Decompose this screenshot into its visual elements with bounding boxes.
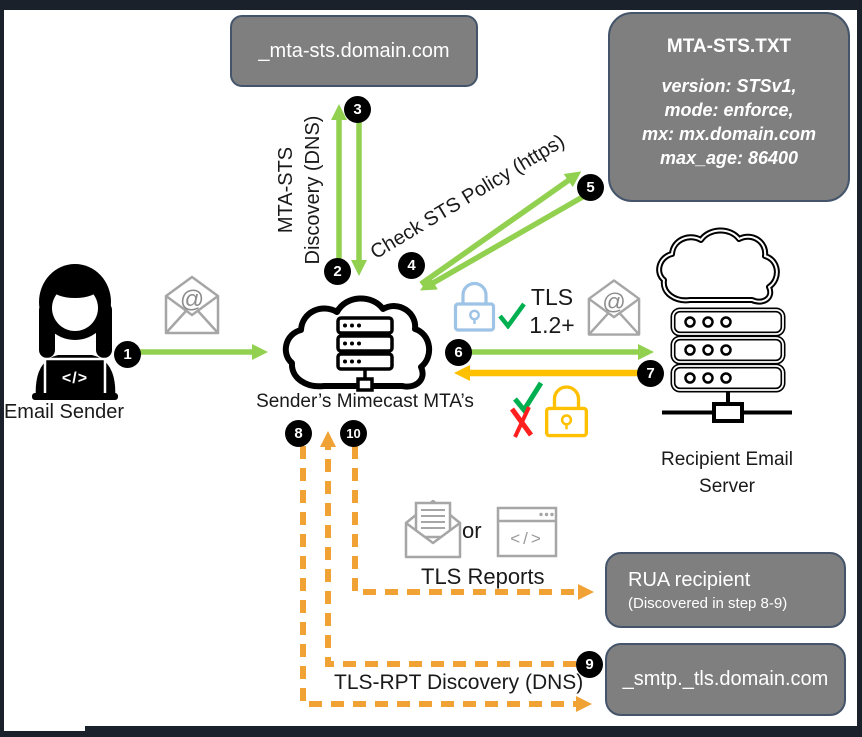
rua-title: RUA recipient <box>628 568 751 591</box>
email-sender-label: Email Sender <box>3 401 125 423</box>
step-badge-8: 8 <box>285 420 312 447</box>
policy-line-maxage: max_age: 86400 <box>659 148 799 168</box>
tls-rpt-discovery-label: TLS-RPT Discovery (DNS) <box>334 671 584 694</box>
step-badge-5: 5 <box>577 174 604 201</box>
policy-line-version: version: STSv1, <box>661 76 797 96</box>
bottom-divider <box>85 726 857 731</box>
recipient-label: Recipient Email Server <box>661 449 793 497</box>
step-badge-6: 6 <box>445 339 472 366</box>
svg-text:@: @ <box>602 288 626 314</box>
recipient-cloud-icon <box>656 227 780 305</box>
mta-sts-record-label: _mta-sts.domain.com <box>258 39 450 62</box>
box-mta-sts-record: _mta-sts.domain.com <box>230 15 478 87</box>
step-badge-2: 2 <box>324 258 351 285</box>
webpage-code-glyph: </> <box>510 529 544 548</box>
tls-rpt-record-label: _smtp._tls.domain.com <box>622 668 829 690</box>
rua-subtitle: (Discovered in step 8-9) <box>628 594 788 612</box>
mimecast-label: Sender’s Mimecast MTA’s <box>256 391 474 412</box>
step-badge-1: 1 <box>114 341 141 368</box>
policy-line-mode: mode: enforce, <box>664 100 794 120</box>
check-icon-tls <box>498 302 526 329</box>
box-rua-recipient: RUA recipient (Discovered in step 8-9) <box>605 552 846 628</box>
box-policy-file: MTA-STS.TXT version: STSv1, mode: enforc… <box>608 12 850 202</box>
step-badge-3: 3 <box>344 96 371 123</box>
tls-lock-yellow-icon <box>544 385 589 438</box>
step-badge-9: 9 <box>576 651 603 678</box>
email-at-icon-right: @ <box>587 279 641 336</box>
check-icon-return <box>513 381 544 414</box>
email-at-icon-left: @ <box>164 275 220 335</box>
email-sender-icon: </> <box>32 264 118 400</box>
recipient-rack-icon <box>670 307 786 393</box>
mimecast-cloud-icon <box>282 295 433 392</box>
step-badge-10: 10 <box>340 420 367 447</box>
step-badge-4: 4 <box>398 252 425 279</box>
report-envelope-icon <box>404 499 462 559</box>
step-badge-7: 7 <box>637 360 664 387</box>
policy-title: MTA-STS.TXT <box>666 36 792 57</box>
tls-lock-blue-icon <box>453 281 496 332</box>
report-webpage-icon: </> <box>496 506 558 558</box>
or-label: or <box>462 518 482 543</box>
box-tls-rpt-record: _smtp._tls.domain.com <box>605 643 846 716</box>
tls-reports-label: TLS Reports <box>421 564 545 589</box>
cross-icon-return <box>509 406 534 438</box>
policy-line-mx: mx: mx.domain.com <box>641 124 817 144</box>
tls-version-label: TLS 1.2+ <box>529 284 575 338</box>
mta-sts-discovery-label: MTA-STS Discovery (DNS) <box>275 115 324 265</box>
at-glyph: @ <box>180 286 204 313</box>
laptop-code-glyph: </> <box>62 370 88 387</box>
server-rack-icon <box>336 316 394 371</box>
recipient-server-icon <box>656 227 792 423</box>
